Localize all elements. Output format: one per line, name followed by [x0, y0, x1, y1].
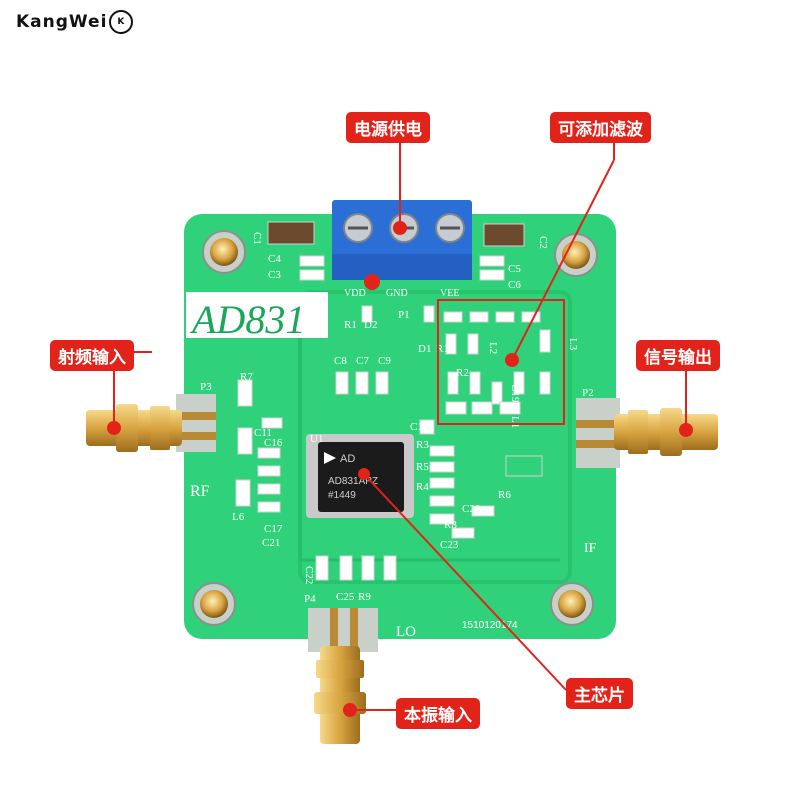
silk-r10: R10 [436, 343, 455, 355]
silk-l6: L6 [232, 511, 245, 523]
filter-area-box [437, 299, 565, 425]
silk-c2: C2 [537, 236, 549, 249]
silk-r3: R3 [416, 439, 429, 451]
silk-c9: C9 [378, 355, 391, 367]
silkscreen-labels: C1 C2 C4 C3 C5 C6 R1 D2 P1 D1 R10 P3 R7 … [200, 232, 594, 605]
silk-r4: R4 [416, 481, 429, 493]
label-if: IF [584, 541, 597, 556]
if-sma-connector [576, 398, 718, 468]
silk-l3: L3 [567, 338, 579, 351]
callout-lo-input: 本振输入 [396, 698, 480, 729]
silk-c6: C6 [508, 279, 521, 291]
silk-c4: C4 [268, 253, 281, 265]
callout-if-output: 信号输出 [636, 340, 720, 371]
label-vdd: VDD [344, 288, 366, 299]
brand-name: KangWei [16, 12, 108, 32]
silk-c10: C10 [410, 421, 429, 433]
label-rf: RF [190, 483, 210, 500]
silk-c22: C22 [303, 566, 315, 584]
silk-r9: R9 [358, 591, 371, 603]
standoff-screw-tl [202, 230, 246, 274]
silk-r2: R2 [456, 367, 469, 379]
silk-c7: C7 [356, 355, 369, 367]
silk-r5: R5 [416, 461, 429, 473]
silk-r7: R7 [240, 371, 253, 383]
brand-mark-icon: K [109, 10, 134, 34]
power-terminal-block [332, 200, 472, 280]
board-model-label: AD831 [189, 297, 305, 342]
silk-c20: C20 [462, 503, 481, 515]
serial-number: 1510120174 [462, 620, 518, 631]
label-lo: LO [396, 624, 416, 640]
chip-marking-2: #1449 [328, 490, 356, 501]
silk-d1: D1 [418, 343, 431, 355]
smd-components [235, 221, 543, 581]
silk-c19: C19 [509, 384, 521, 403]
standoff-screw-bl [192, 582, 236, 626]
chip-logo: AD [340, 453, 355, 465]
silk-u1: U1 [310, 433, 323, 445]
standoff-screw-tr [554, 233, 598, 277]
silk-r1: R1 [344, 319, 357, 331]
chip-marking-1: AD831APZ [328, 476, 378, 487]
silk-r6: R6 [498, 489, 511, 501]
silk-d2: D2 [364, 319, 377, 331]
silk-l2: L2 [487, 342, 499, 354]
silk-c1: C1 [251, 232, 263, 245]
silk-r8: R8 [444, 519, 457, 531]
callout-rf-input: 射频输入 [50, 340, 134, 371]
silk-c8: C8 [334, 355, 347, 367]
silk-c11: C11 [254, 427, 272, 439]
callout-power: 电源供电 [346, 112, 430, 143]
silk-p4: P4 [304, 593, 316, 605]
label-vee: VEE [440, 288, 459, 299]
silk-c3: C3 [268, 269, 281, 281]
label-gnd: GND [386, 288, 408, 299]
standoff-screw-br [550, 582, 594, 626]
silk-c23: C23 [440, 539, 459, 551]
silk-p3: P3 [200, 381, 212, 393]
silk-c5: C5 [508, 263, 521, 275]
filter-pads [443, 311, 551, 415]
rf-sma-connector [86, 394, 216, 452]
silk-p2: P2 [582, 387, 594, 399]
silk-p1: P1 [398, 309, 410, 321]
callout-main-chip: 主芯片 [566, 678, 633, 709]
callout-filter: 可添加滤波 [550, 112, 651, 143]
lo-sma-connector [308, 608, 378, 744]
callout-dots [107, 221, 693, 717]
silk-c21: C21 [262, 537, 280, 549]
silk-c17: C17 [264, 523, 283, 535]
silk-c25: C25 [336, 591, 355, 603]
silk-c16: C16 [264, 437, 283, 449]
silk-l1: L1 [509, 416, 521, 428]
